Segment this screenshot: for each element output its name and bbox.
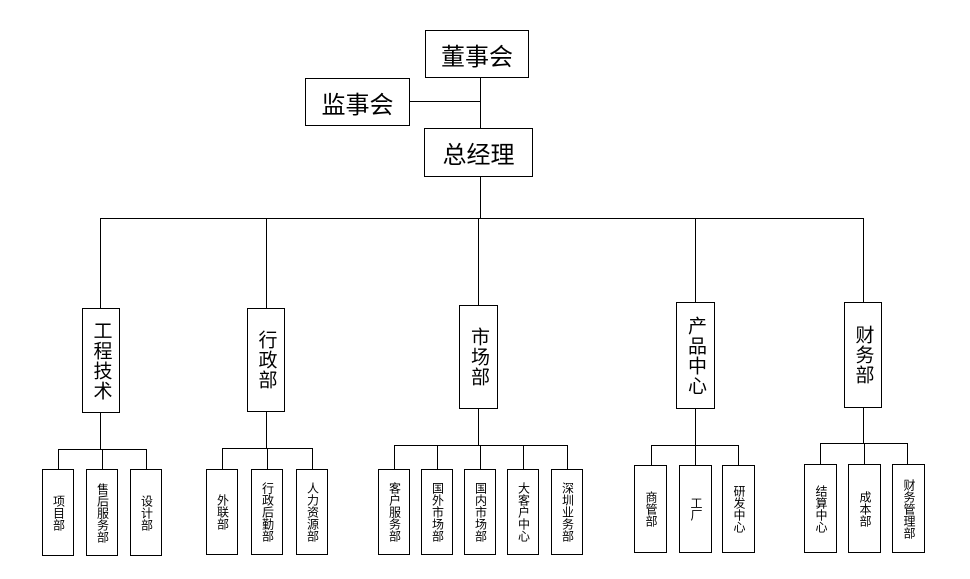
supervisors-label: 监事会 — [321, 90, 394, 119]
sub-department-box: 结算中心 — [804, 464, 837, 553]
sub-department-box: 人力资源部 — [296, 469, 328, 555]
sub-drop-line — [567, 445, 568, 470]
sub-department-box: 设计部 — [130, 469, 162, 556]
department-bus-line — [100, 218, 864, 219]
sub-drop-line — [907, 443, 908, 465]
sub-department-label: 国内市场部 — [473, 482, 488, 542]
sub-department-box: 成本部 — [848, 464, 881, 553]
board-label: 董事会 — [441, 42, 513, 71]
sub-department-label: 国外市场部 — [430, 482, 445, 542]
department-box: 行政部 — [247, 308, 285, 412]
sub-drop-line — [102, 449, 103, 470]
department-box: 财务部 — [844, 302, 882, 408]
sub-department-box: 售后服务部 — [86, 469, 118, 556]
sub-stem-line — [863, 407, 864, 444]
sub-department-box: 客户服务部 — [378, 469, 410, 555]
sub-drop-line — [312, 448, 313, 470]
sub-department-box: 商管部 — [634, 465, 667, 553]
sub-drop-line — [480, 445, 481, 470]
sub-drop-line — [738, 445, 739, 466]
sub-department-label: 研发中心 — [732, 485, 746, 533]
dept-drop-line — [478, 218, 479, 306]
sub-department-label: 深圳业务部 — [560, 482, 575, 542]
sub-drop-line — [267, 448, 268, 470]
sub-department-box: 国内市场部 — [464, 469, 496, 555]
supervisors-connector — [409, 101, 481, 102]
sub-drop-line — [820, 443, 821, 465]
sub-department-label: 售后服务部 — [95, 482, 110, 543]
sub-stem-line — [695, 408, 696, 446]
sub-bus-line — [394, 445, 568, 446]
sub-drop-line — [695, 445, 696, 466]
sub-drop-line — [222, 448, 223, 470]
sub-stem-line — [100, 412, 101, 450]
sub-department-box: 大客户中心 — [507, 469, 539, 555]
department-label: 市场部 — [468, 327, 490, 387]
board-box: 董事会 — [425, 30, 529, 78]
sub-department-label: 结算中心 — [814, 484, 828, 533]
dept-drop-line — [863, 218, 864, 303]
sub-department-label: 商管部 — [644, 491, 658, 527]
sub-department-box: 研发中心 — [722, 465, 755, 553]
supervisors-box: 监事会 — [305, 78, 410, 126]
sub-department-box: 行政后勤部 — [251, 469, 283, 555]
sub-department-box: 工厂 — [679, 465, 712, 553]
sub-stem-line — [266, 411, 267, 449]
sub-department-label: 行政后勤部 — [260, 482, 275, 542]
dept-drop-line — [695, 218, 696, 303]
sub-drop-line — [394, 445, 395, 470]
department-box: 工程技术 — [82, 308, 120, 413]
sub-department-label: 大客户中心 — [516, 482, 531, 542]
general-manager-label: 总经理 — [442, 141, 515, 169]
sub-department-box: 外联部 — [206, 469, 238, 555]
gm-to-bus-line — [480, 176, 481, 219]
sub-department-label: 外联部 — [215, 494, 230, 530]
sub-department-label: 财务管理部 — [902, 478, 916, 539]
sub-drop-line — [523, 445, 524, 470]
sub-drop-line — [146, 449, 147, 470]
department-box: 市场部 — [459, 305, 498, 409]
sub-department-label: 成本部 — [858, 490, 872, 527]
board-to-gm-line — [480, 77, 481, 128]
sub-department-label: 设计部 — [139, 494, 154, 531]
department-label: 行政部 — [255, 330, 278, 390]
sub-drop-line — [437, 445, 438, 470]
sub-department-box: 财务管理部 — [892, 464, 925, 553]
sub-drop-line — [864, 443, 865, 465]
sub-drop-line — [58, 449, 59, 470]
dept-drop-line — [100, 218, 101, 309]
sub-department-box: 国外市场部 — [421, 469, 453, 555]
sub-drop-line — [651, 445, 652, 466]
general-manager-box: 总经理 — [424, 128, 533, 177]
department-label: 产品中心 — [685, 315, 707, 396]
sub-stem-line — [478, 408, 479, 446]
department-label: 工程技术 — [90, 320, 113, 401]
department-box: 产品中心 — [676, 302, 715, 409]
dept-drop-line — [266, 218, 267, 309]
sub-department-label: 项目部 — [51, 494, 66, 531]
sub-department-box: 项目部 — [42, 469, 74, 556]
department-label: 财务部 — [852, 325, 875, 385]
sub-department-label: 人力资源部 — [305, 482, 320, 542]
sub-department-label: 客户服务部 — [387, 482, 402, 542]
sub-department-label: 工厂 — [689, 497, 703, 521]
sub-department-box: 深圳业务部 — [551, 469, 583, 555]
